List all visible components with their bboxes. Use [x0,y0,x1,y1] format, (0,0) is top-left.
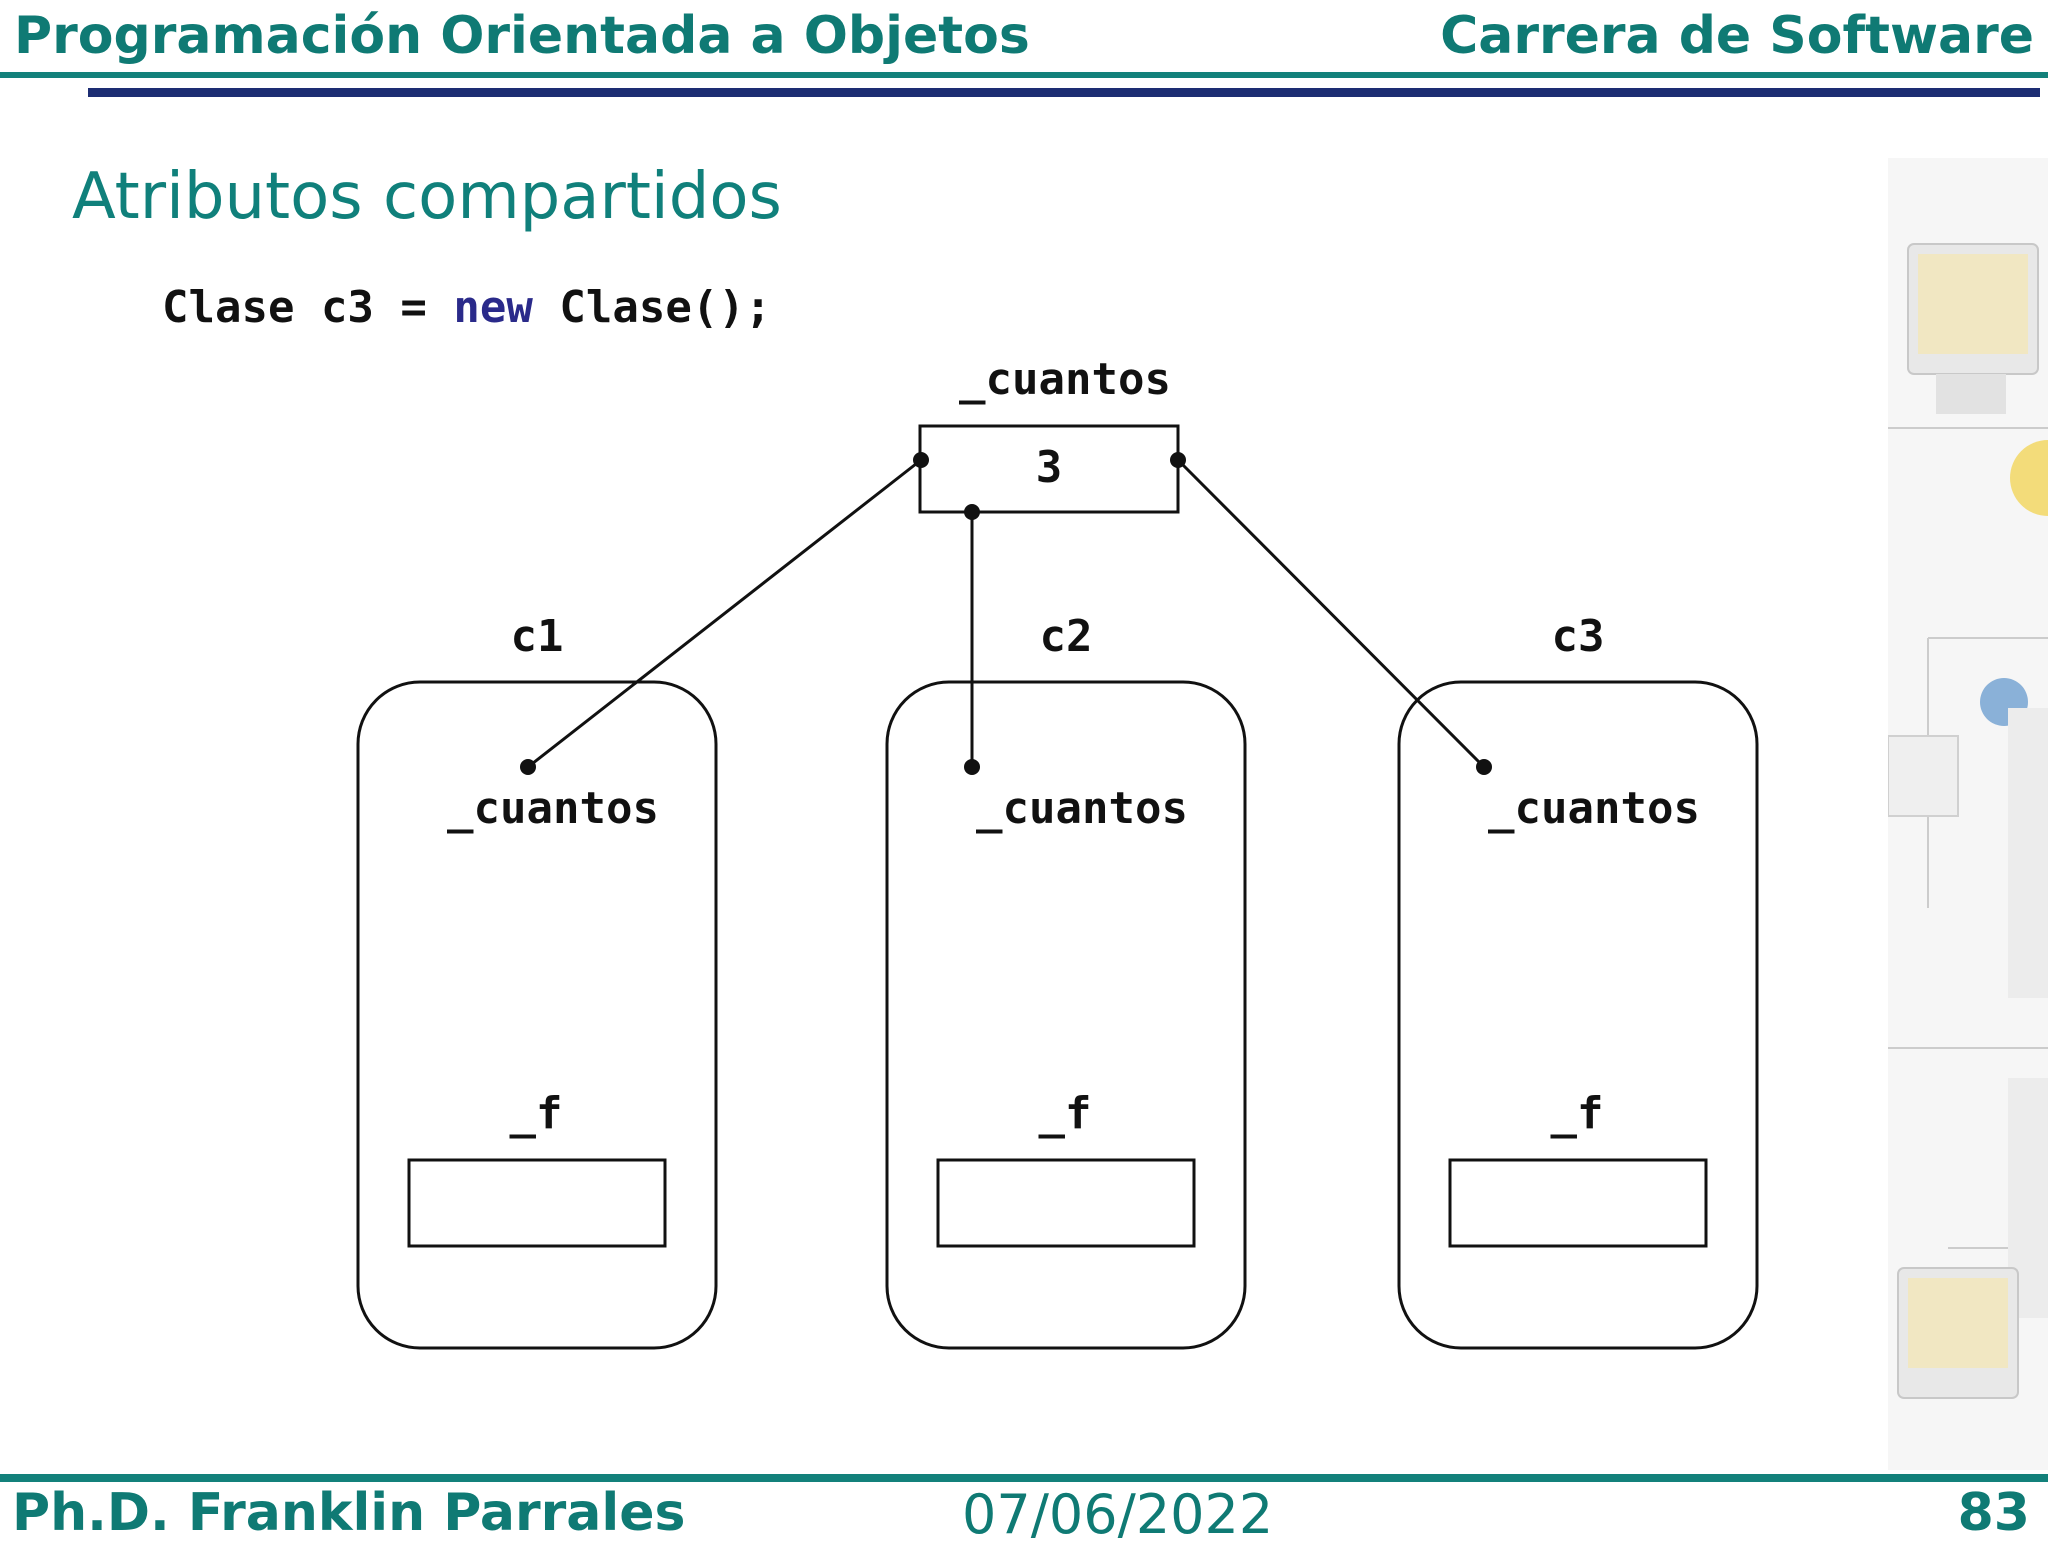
code-line: Clase c3 = new Clase(); [162,282,771,333]
object-c2-f-label: _f [1039,1088,1092,1139]
footer-date: 07/06/2022 [962,1483,1274,1546]
footer-rule [0,1474,2048,1482]
object-label-c3: c3 [1552,611,1605,662]
shared-attribute-value: 3 [1036,442,1063,493]
object-box-c3 [1397,680,1759,1350]
object-c3-shared-attr: _cuantos [1488,783,1700,834]
object-c1-f-box [407,1158,667,1248]
object-c2-f-box [936,1158,1196,1248]
object-c1-f-label: _f [510,1088,563,1139]
page-number: 83 [1957,1483,2030,1543]
object-c3-f-box [1448,1158,1708,1248]
object-c2-shared-attr: _cuantos [976,783,1188,834]
object-box-c2 [885,680,1247,1350]
object-c1-shared-attr: _cuantos [447,783,659,834]
object-label-c1: c1 [511,611,564,662]
shared-attribute-box [918,424,1180,514]
program-title: Carrera de Software [1440,6,2034,66]
connector-dot [1476,759,1492,775]
code-keyword: new [453,282,533,333]
side-decoration-image [1888,158,2048,1470]
footer-author: Ph.D. Franklin Parrales [12,1483,686,1543]
connector-dot [913,452,929,468]
connector-dot [964,504,980,520]
object-box-c1 [356,680,718,1350]
object-label-c2: c2 [1040,611,1093,662]
slide-title: Atributos compartidos [72,160,782,234]
course-title: Programación Orientada a Objetos [14,6,1030,66]
connector-dot [964,759,980,775]
object-c3-f-label: _f [1551,1088,1604,1139]
header-rule-navy [88,88,2040,97]
shared-attribute-label: _cuantos [959,354,1171,405]
connector-dot [1170,452,1186,468]
code-before: Clase c3 = [162,282,454,333]
reference-line-c3 [1176,458,1486,769]
code-after: Clase(); [532,282,772,333]
connector-dot [520,759,536,775]
reference-line-c1 [527,458,922,769]
header-rule-teal [0,72,2048,78]
